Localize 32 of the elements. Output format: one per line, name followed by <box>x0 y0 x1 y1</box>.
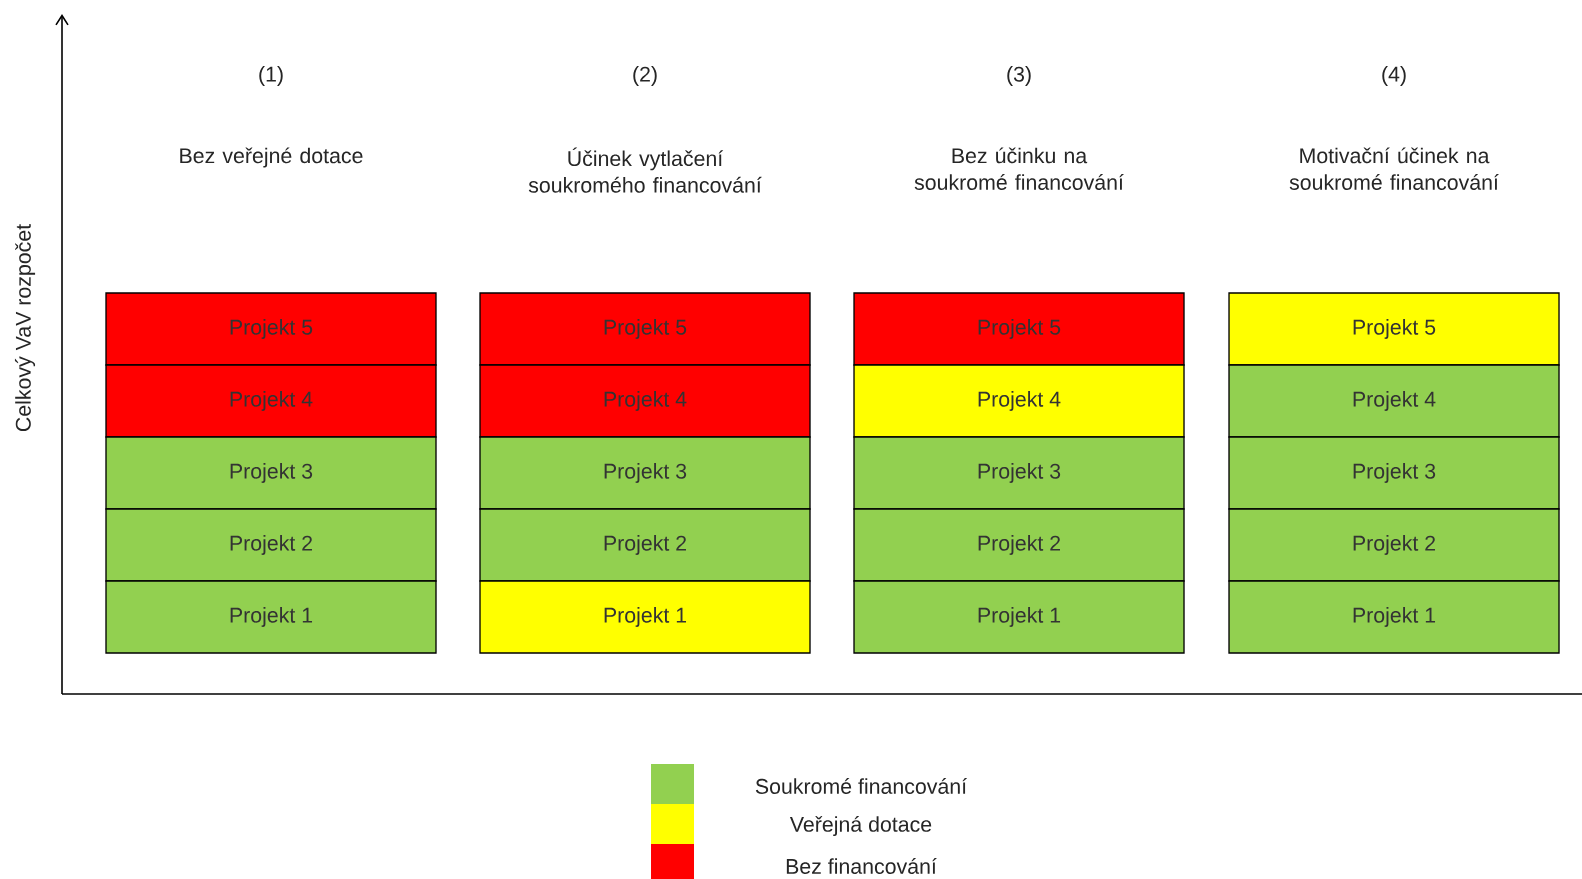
project-box: Projekt 2 <box>1228 508 1560 582</box>
column-heading: Bez veřejné dotace <box>180 147 363 168</box>
legend-text: Soukromé financování <box>755 778 967 794</box>
legend-text: Veřejná dotace <box>789 815 932 837</box>
axis-label: Celkový VaV rozpočet <box>14 224 36 432</box>
project-box: Projekt 4 <box>105 364 437 438</box>
project-box: Projekt 3 <box>853 436 1185 510</box>
project-box: Projekt 3 <box>105 436 437 510</box>
project-box: Projekt 5 <box>1228 292 1560 366</box>
project-box: Projekt 2 <box>105 508 437 582</box>
project-box: Projekt 4 <box>853 364 1185 438</box>
project-box: Projekt 3 <box>1228 436 1560 510</box>
project-box: Projekt 4 <box>479 364 811 438</box>
project-box: Projekt 5 <box>479 292 811 366</box>
column-heading: Účinek vytlačení soukromého financování <box>528 147 762 193</box>
project-box: Projekt 1 <box>1228 580 1560 654</box>
column-number: (3) <box>1007 66 1031 86</box>
project-box: Projekt 1 <box>853 580 1185 654</box>
project-box: Projekt 2 <box>479 508 811 582</box>
column-number: (4) <box>1382 66 1406 86</box>
project-box: Projekt 1 <box>479 580 811 654</box>
column-heading: Motivační účinek na soukromé financování <box>1289 147 1499 190</box>
column-number: (1) <box>259 66 283 86</box>
column-number: (2) <box>633 66 657 86</box>
legend-text: Bez financování <box>786 858 937 874</box>
project-box: Projekt 3 <box>479 436 811 510</box>
column-heading: Bez účinku na soukromé financování <box>914 147 1124 190</box>
project-box: Projekt 4 <box>1228 364 1560 438</box>
project-box: Projekt 5 <box>105 292 437 366</box>
project-box: Projekt 2 <box>853 508 1185 582</box>
project-box: Projekt 1 <box>105 580 437 654</box>
project-box: Projekt 5 <box>853 292 1185 366</box>
